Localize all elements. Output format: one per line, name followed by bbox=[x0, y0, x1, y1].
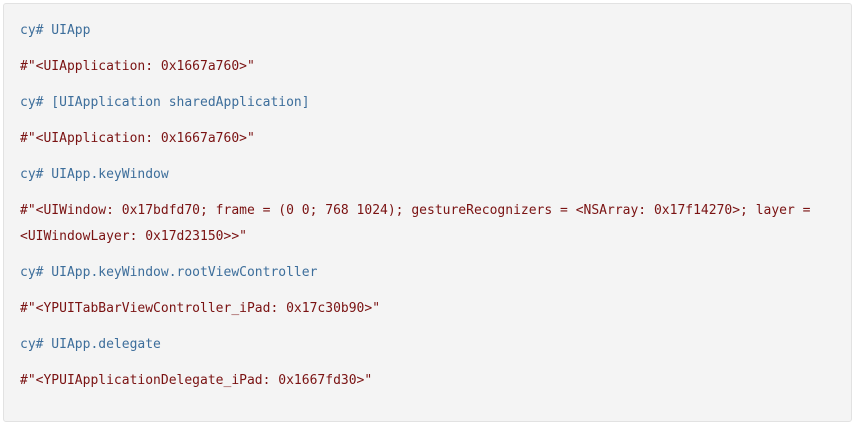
console-output-line: #"<YPUITabBarViewController_iPad: 0x17c3… bbox=[20, 301, 381, 316]
console-command-line: cy# UIApp.keyWindow bbox=[20, 167, 169, 182]
console-output-line: #"<UIApplication: 0x1667a760>" bbox=[20, 59, 255, 74]
console-command-line: cy# [UIApplication sharedApplication] bbox=[20, 95, 310, 110]
console-command-line: cy# UIApp.keyWindow.rootViewController bbox=[20, 265, 318, 280]
console-output-line: #"<UIWindow: 0x17bdfd70; frame = (0 0; 7… bbox=[20, 203, 811, 244]
console-command-line: cy# UIApp bbox=[20, 23, 91, 38]
console-command-line: cy# UIApp.delegate bbox=[20, 337, 161, 352]
console-output-line: #"<UIApplication: 0x1667a760>" bbox=[20, 131, 255, 146]
code-block: cy# UIApp #"<UIApplication: 0x1667a760>"… bbox=[3, 3, 852, 422]
console-output-line: #"<YPUIApplicationDelegate_iPad: 0x1667f… bbox=[20, 373, 373, 388]
